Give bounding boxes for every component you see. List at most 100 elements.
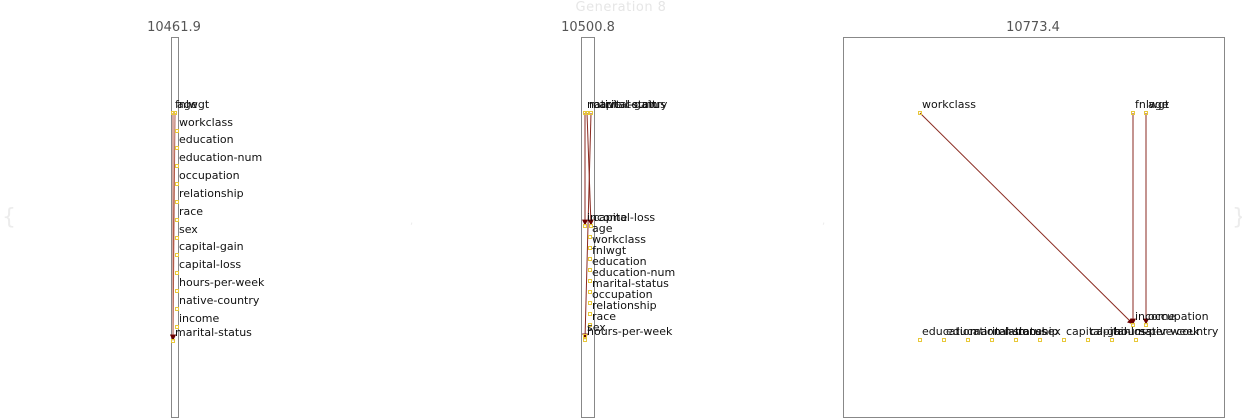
panel-1-node-capital-gain: capital-gain [175,240,244,257]
panel-1-node-label: education [179,133,234,146]
panel-3-node-label: sex [1042,325,1061,338]
panel-2-node-label: education-num [592,266,675,279]
panel-2-node-marker [583,338,587,342]
panel-1-node-marker [175,271,179,275]
panel-2-node-marker [588,257,592,261]
panel-2-node-income: income [583,211,628,228]
panel-1-node-label: relationship [179,187,244,200]
panel-3-node-sex: sex [1038,325,1061,342]
panel-3-node-label: race [1018,325,1042,338]
panel-3-node-label: native-country [1138,325,1219,338]
panel-2-edge-capital-gain-to-hours-per-week [582,112,592,340]
panel-2-node-label: occupation [592,288,653,301]
panel-1-node-label: hours-per-week [179,276,265,289]
panel-2-node-age: age [588,222,613,239]
panel-2-node-capital-gain: capital-gain [589,98,658,115]
panel-3-node-label: education-num [946,325,1029,338]
panel-3-node-education: education [918,325,977,342]
panel-1-edge-age-to-marital-status [170,112,177,341]
generation-title: Generation 8 [575,0,667,15]
panel-3-node-marker [990,338,994,342]
panel-1-node-marker [175,289,179,293]
panel-3-node-label: income [1135,310,1176,323]
panel-3-node-label: relationship [994,325,1059,338]
panel-1-node-marker [175,253,179,257]
panel-1-node-label: age [177,98,198,111]
panel-1-node-income: income [175,312,220,329]
panel-3-node-label: age [1148,98,1169,111]
panel-3-frame [843,37,1225,418]
panel-2-node-label: marital-status [592,277,669,290]
panel-1-node-marker [175,164,179,168]
panel-1-node-label: education-num [179,151,262,164]
panel-1-node-race: race [175,205,203,222]
panel-2-node-label: race [592,310,616,323]
panel-1-node-marker [175,200,179,204]
panel-2-node-marker [588,279,592,283]
panel-3-node-label: occupation [1148,310,1209,323]
panel-1-node-marital-status: marital-status [171,326,252,343]
panel-3-node-marker [1014,338,1018,342]
panel-2-node-marker [588,268,592,272]
panel-1-node-hours-per-week: hours-per-week [175,276,265,293]
panel-1-node-marker [175,146,179,150]
panel-3-node-marker [1131,111,1135,115]
panel-2-node-marker [583,334,587,338]
panel-1-node-label: capital-loss [179,258,241,271]
panel-3-node-capital-loss: capital-loss [1086,325,1152,342]
panel-2-node-label: capital-gain [593,98,658,111]
panel-2-node-label: education [592,255,647,268]
panel-3-node-marker [942,338,946,342]
panel-1-node-marker [175,236,179,240]
panel-2-node-marker [588,323,592,327]
panel-2-node-education-num: education-num [588,266,675,283]
panel-1-node-marker [175,325,179,329]
panel-3-node-fnlwgt: fnlwgt [1131,98,1170,115]
panel-2-node-marker [589,111,593,115]
panel-3-node-marker [1131,323,1135,327]
panel-3-node-marker [1144,111,1148,115]
panel-2-node-label: hours-per-week [587,325,673,338]
panel-2-node-marker [588,312,592,316]
panel-2-frame [581,37,595,418]
panel-2-score: 10500.8 [561,20,615,35]
panel-3-node-occupation: occupation [1144,310,1209,327]
panel-1-frame [171,37,179,418]
panel-2-node-marker [588,235,592,239]
panel-2-node-fnlwgt: fnlwgt [588,244,627,261]
panel-3-node-marker [966,338,970,342]
panel-3-node-label: capital-gain [1066,325,1131,338]
panel-2-node-marker [583,224,587,228]
panel-1-score: 10461.9 [147,20,201,35]
panel-2-node-marker [588,301,592,305]
panel-1-node-age: age [173,98,198,115]
panel-3-score: 10773.4 [1006,20,1060,35]
panel-2-node-label: income [587,211,628,224]
panel-2-node-label: marital-status [589,98,666,111]
panel-2-node-marital-status-list: marital-status [588,277,669,294]
panel-3-node-marker [1086,338,1090,342]
panel-2-node-label: relationship [592,299,657,312]
panel-2-node-race: race [588,310,616,327]
panel-3-node-capital-gain: capital-gain [1062,325,1131,342]
panel-3-node-label: capital-loss [1090,325,1152,338]
panel-3-node-workclass: workclass [918,98,976,115]
panel-1-node-label: occupation [179,169,240,182]
svg-text:}: } [1232,205,1242,230]
panel-2-node-marker [588,290,592,294]
panel-2-node-marker [585,111,589,115]
panel-1-node-marker [175,218,179,222]
panel-1-node-education: education [175,133,234,150]
panel-1-node-label: income [179,312,220,325]
panel-1-node-education-num: education-num [175,151,262,168]
panel-2-node-label: sex [587,321,606,334]
panel-2-node-label: fnlwgt [592,244,627,257]
panel-2-node-marker [588,246,592,250]
panel-3-node-relationship: relationship [990,325,1059,342]
panel-1-node-sex: sex [175,223,198,240]
panel-2-node-relationship: relationship [588,299,657,316]
panel-1-node-label: workclass [179,116,233,129]
panel-3-node-label: fnlwgt [1135,98,1170,111]
panel-1-node-label: capital-gain [179,240,244,253]
panel-2-node-hours-per-week: hours-per-week [583,325,673,342]
